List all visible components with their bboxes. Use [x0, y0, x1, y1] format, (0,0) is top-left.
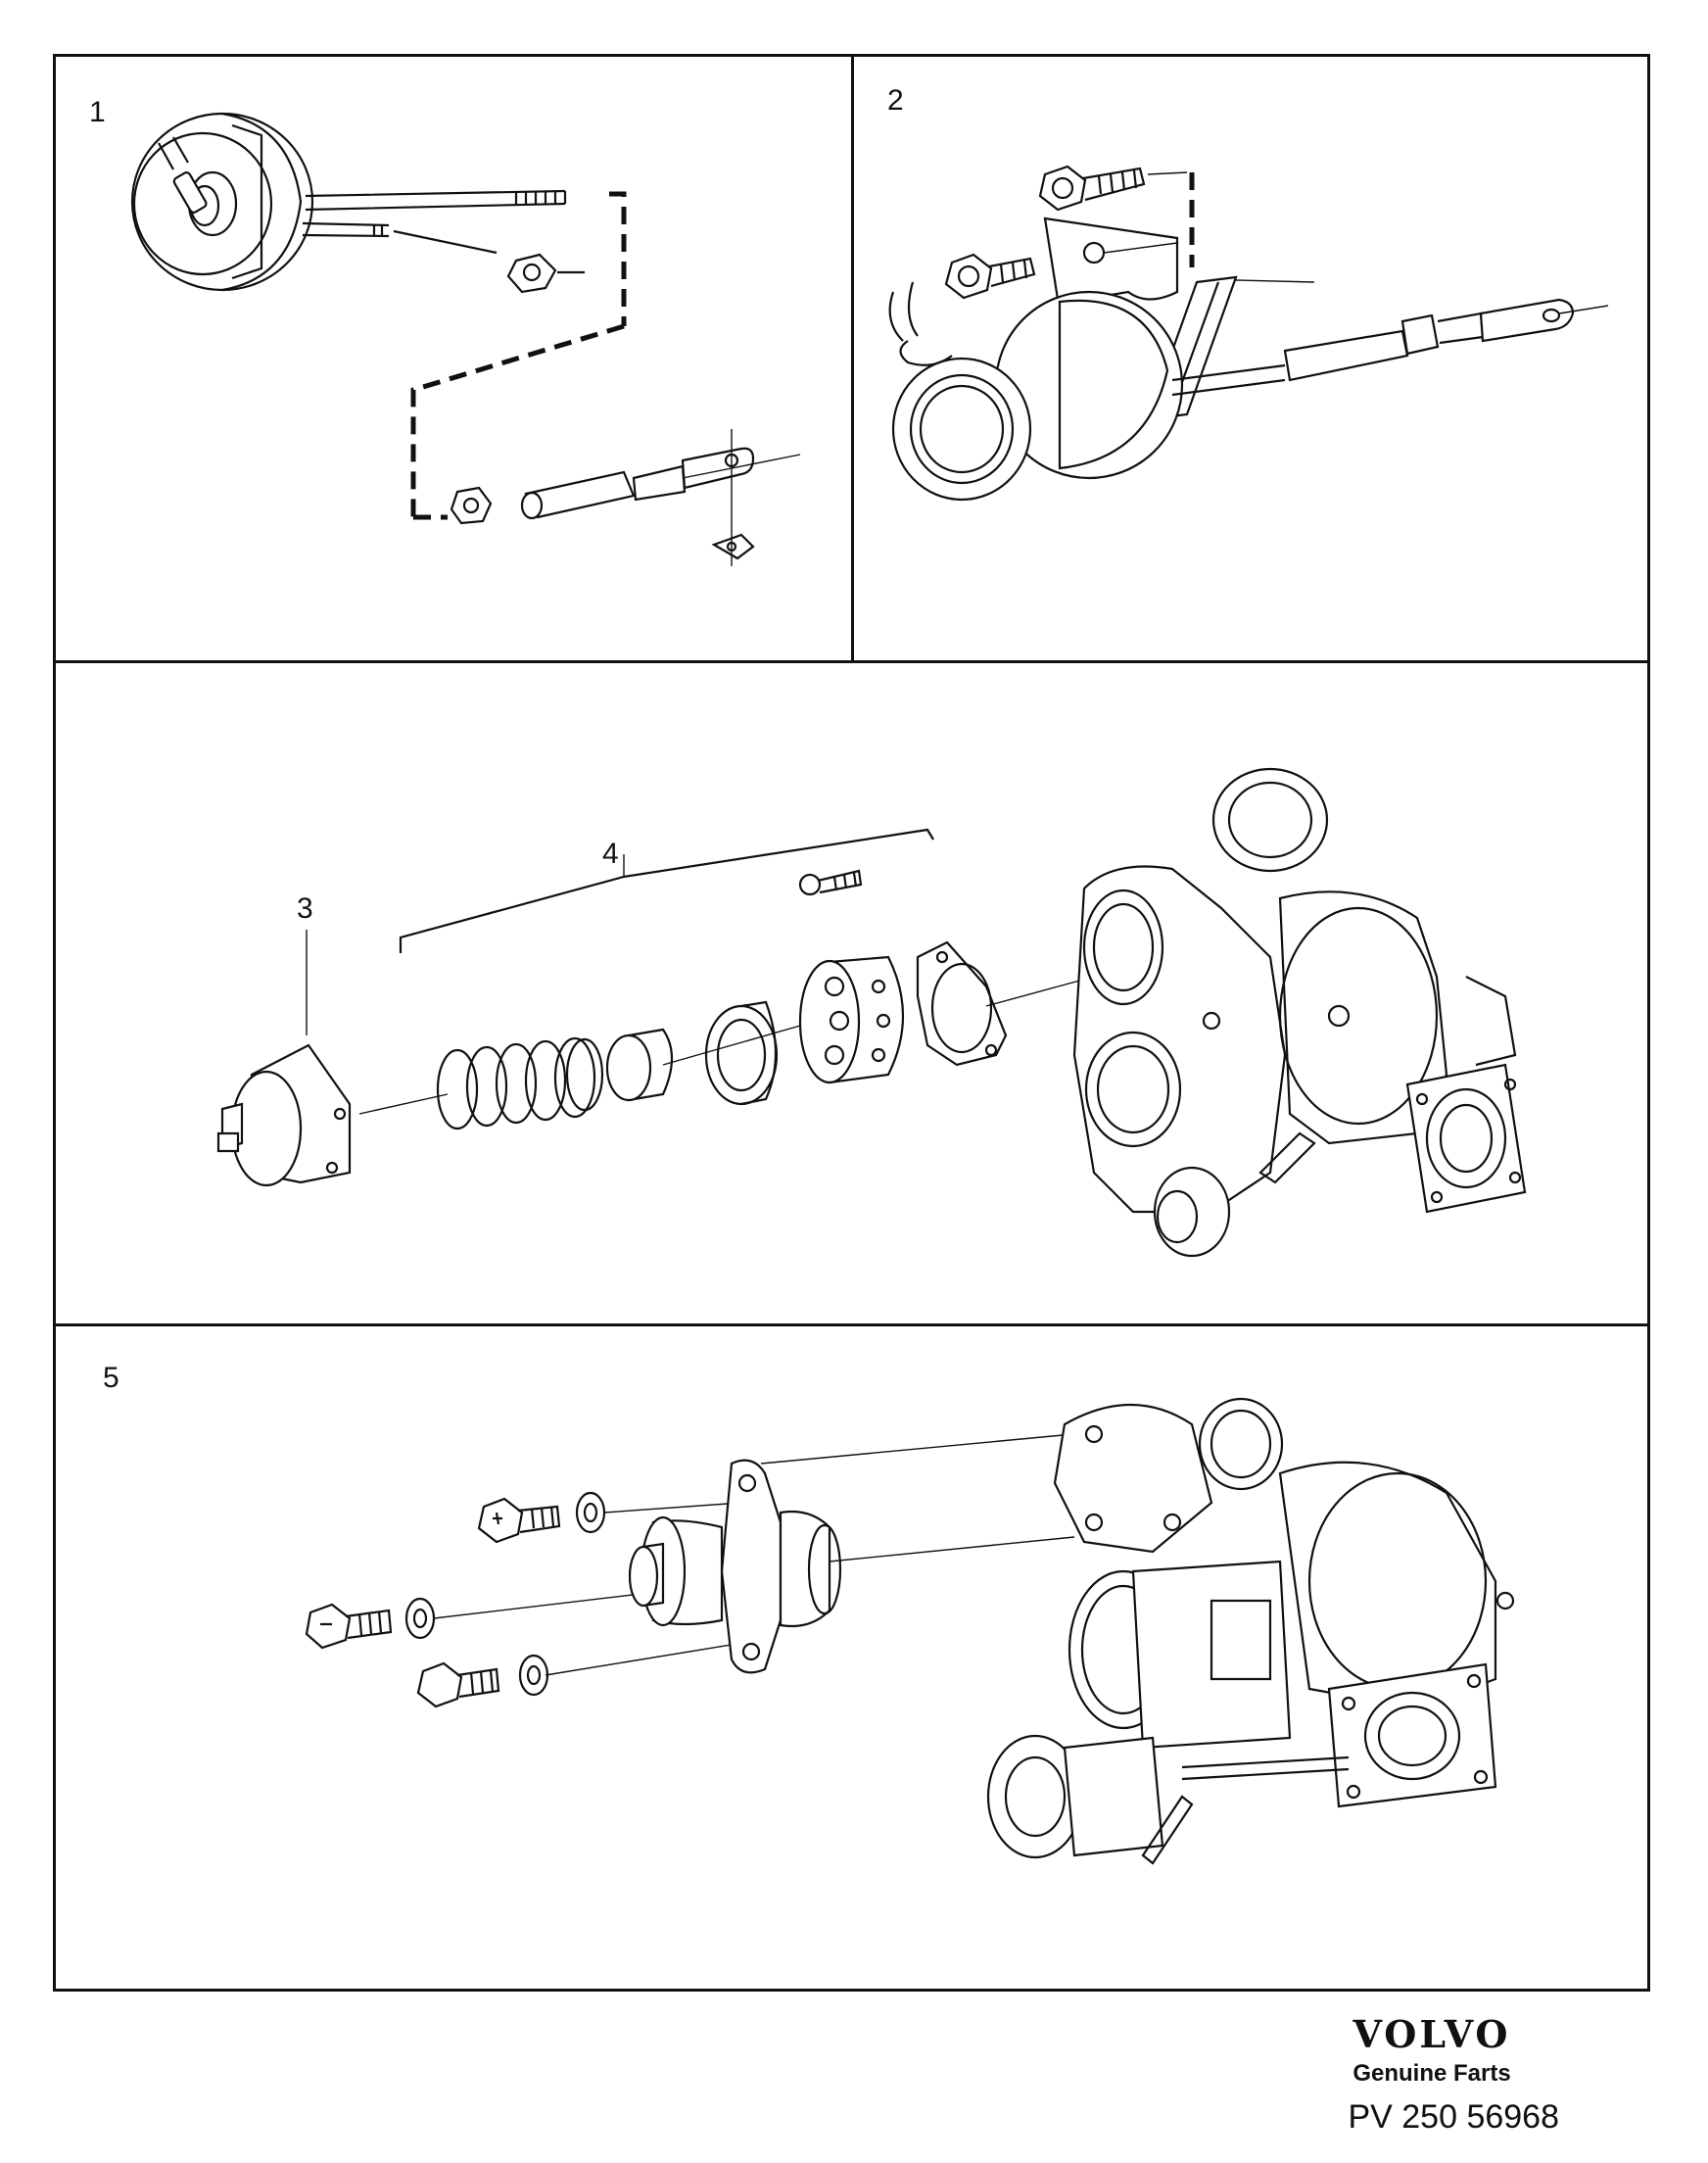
panel-4: 5 — [53, 1323, 1650, 1992]
part-code: PV 250 56968 — [1348, 2098, 1559, 2136]
turbo-valve-exploded-drawing — [56, 663, 1653, 1329]
panel-1: 1 — [53, 54, 854, 663]
actuator-bracket-drawing — [854, 57, 1653, 666]
panel-label: 5 — [103, 1362, 119, 1394]
panel-label: 1 — [89, 96, 106, 128]
panel-2: 2 — [851, 54, 1650, 663]
wastegate-actuator-drawing — [56, 57, 857, 666]
volvo-logo: VOLVO — [1352, 2012, 1511, 2056]
callout-part-4: 4 — [602, 838, 619, 870]
panel-label: 2 — [887, 84, 904, 117]
panel-3: 3 4 — [53, 660, 1650, 1326]
volvo-branding: VOLVO Genuine Farts — [1305, 2012, 1559, 2088]
brand-tagline: Genuine Farts — [1352, 2060, 1511, 2087]
turbo-bypass-valve-drawing — [56, 1326, 1653, 1995]
callout-part-3: 3 — [297, 892, 313, 925]
